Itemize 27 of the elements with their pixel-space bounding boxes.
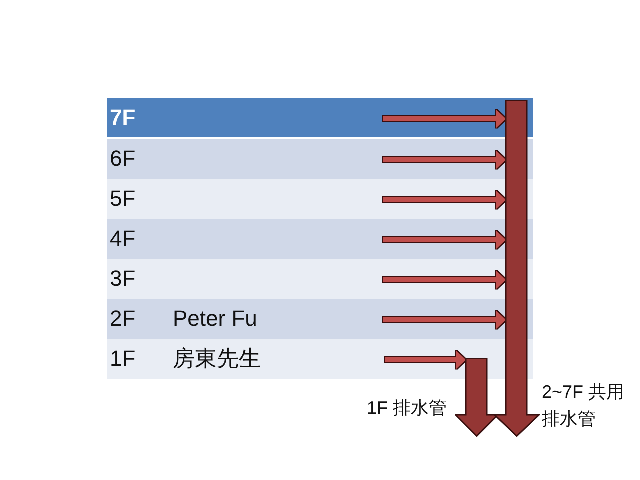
floor-label: 6F	[110, 145, 136, 173]
occupant-name: Peter Fu	[173, 305, 258, 333]
arrow	[385, 351, 466, 369]
floor-label: 5F	[110, 185, 136, 213]
header-row	[107, 98, 533, 137]
floor-row	[107, 179, 533, 219]
floor-row	[107, 339, 533, 379]
floor-label: 3F	[110, 265, 136, 293]
pipe-label: 1F 排水管	[367, 397, 448, 420]
floor-label: 7F	[110, 104, 136, 132]
floor-row	[107, 259, 533, 299]
pipe-label: 2~7F 共用排水管	[542, 381, 626, 431]
drain-pipe	[455, 358, 499, 437]
arrow	[383, 311, 506, 329]
arrow	[383, 151, 506, 169]
floor-row	[107, 219, 533, 259]
arrow	[383, 191, 506, 209]
floor-row	[107, 299, 533, 339]
arrow	[383, 231, 506, 249]
floor-label: 1F	[110, 345, 136, 373]
arrow	[383, 271, 506, 289]
arrow	[383, 110, 506, 128]
floor-row	[107, 139, 533, 179]
floor-label: 4F	[110, 225, 136, 253]
occupant-name: 房東先生	[173, 345, 261, 373]
floor-label: 2F	[110, 305, 136, 333]
drain-pipe	[494, 100, 540, 437]
